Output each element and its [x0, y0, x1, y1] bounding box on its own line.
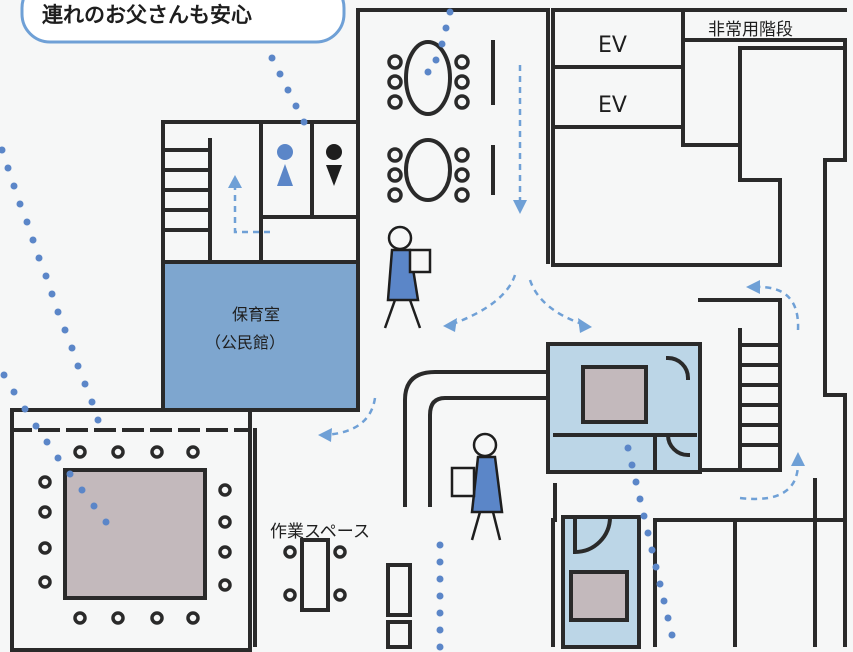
- chairs: [38, 54, 470, 625]
- work-table: [300, 538, 330, 612]
- nursery-room[interactable]: [161, 260, 360, 412]
- person-carrying-icon: [450, 432, 504, 541]
- work-table: [386, 563, 412, 617]
- elevator-label: EV: [598, 93, 627, 118]
- table: [569, 570, 629, 622]
- workspace-label: 作業スペース: [270, 522, 370, 542]
- work-table: [386, 620, 412, 649]
- nursery-sublabel: （公民館）: [205, 333, 285, 352]
- elevator-label: EV: [598, 33, 627, 58]
- male-restroom-icon: [326, 144, 342, 186]
- callout-text: 連れのお父さんも安心: [42, 3, 252, 27]
- person-carrying-icon: [383, 225, 432, 329]
- walls: [10, 8, 847, 652]
- table: [581, 365, 648, 424]
- nursery-label: 保育室: [232, 305, 280, 324]
- arrowheads: [228, 175, 805, 466]
- dotted-route: [0, 8, 676, 651]
- emergency-stairs-label: 非常用階段: [708, 20, 793, 40]
- flow-arrows: [233, 65, 800, 501]
- female-restroom-icon: [277, 144, 293, 186]
- meeting-table: [63, 468, 207, 600]
- callout-bubble: [20, 0, 346, 44]
